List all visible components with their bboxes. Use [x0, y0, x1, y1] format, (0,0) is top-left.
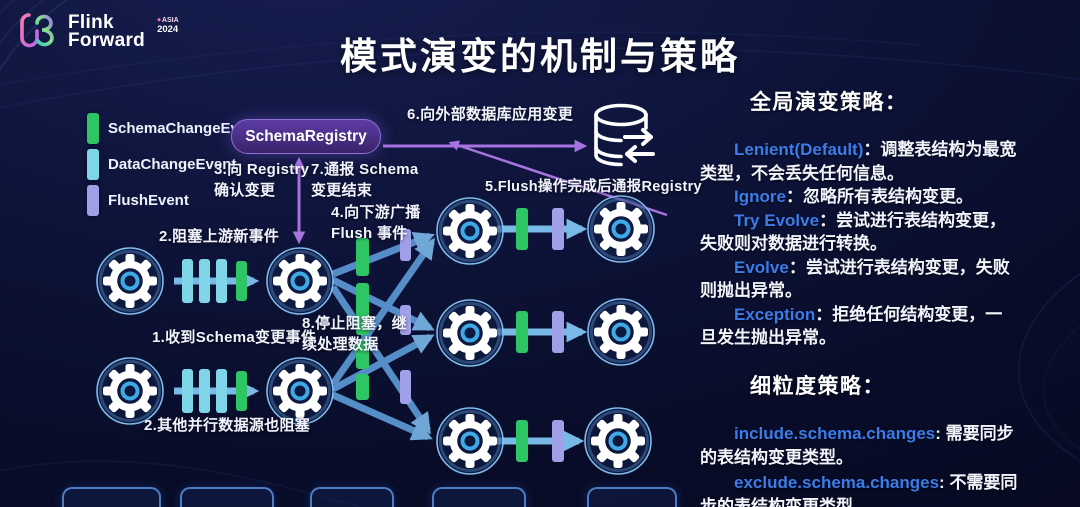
event-bar [236, 261, 247, 301]
bottom-slot [587, 487, 677, 507]
event-bar [236, 371, 247, 411]
legend-label: FlushEvent [108, 192, 189, 209]
gear-icon [267, 358, 333, 424]
event-bar [516, 420, 528, 462]
strategy-item-ignore: Ignore：忽略所有表结构变更。 [734, 187, 973, 206]
sink-flow-arrows [497, 218, 588, 452]
gear-icon [97, 358, 163, 424]
event-bar [199, 259, 210, 303]
logo-badge-year: 2024 [157, 23, 179, 35]
page-title: 模式演变的机制与策略 [340, 36, 740, 77]
step-label-2-upstream: 2.阻塞上游新事件 [159, 228, 280, 245]
event-bar [182, 259, 193, 303]
gear-icon [437, 408, 503, 474]
bottom-slot [62, 487, 161, 507]
legend-item-data-change: DataChangeEvent [87, 149, 236, 180]
logo-badge: ASIA 2024 [157, 17, 179, 34]
global-strategy-list: Lenient(Default)：调整表结构为最宽类型，不会丢失任何信息。 Ig… [700, 138, 1018, 350]
legend-item-flush: FlushEvent [87, 185, 189, 216]
event-bar [216, 369, 227, 413]
event-bar [516, 208, 528, 250]
strategy-item-exclude: exclude.schema.changes: 不需要同步的表结构变更类型。 [700, 472, 1018, 507]
strategy-item-include: include.schema.changes: 需要同步的表结构变更类型。 [700, 423, 1014, 468]
event-bar [216, 259, 227, 303]
step-label-4: 4.向下游广播 Flush 事件 [331, 204, 421, 242]
fine-grained-strategy-list: include.schema.changes: 需要同步的表结构变更类型。 ex… [700, 422, 1018, 507]
step-label-1: 1.收到Schema变更事件 [152, 329, 317, 346]
logo-word-forward: Forward [68, 30, 146, 51]
strategy-item-evolve: Evolve：尝试进行表结构变更，失败则抛出异常。 [700, 257, 1010, 301]
gear-icon [588, 299, 654, 365]
step-label-2-parallel: 2.其他并行数据源也阻塞 [144, 417, 311, 434]
strategies-panel: 全局演变策略： Lenient(Default)：调整表结构为最宽类型，不会丢失… [700, 86, 1018, 507]
event-bar [182, 369, 193, 413]
event-bar [552, 420, 564, 462]
bottom-slot [180, 487, 274, 507]
fine-grained-strategy-heading: 细粒度策略： [750, 374, 885, 398]
database-icon [594, 103, 655, 167]
strategy-item-try-evolve: Try Evolve：尝试进行表结构变更，失败则对数据进行转换。 [700, 210, 1007, 254]
legend-item-schema-change: SchemaChangeEvent [87, 113, 261, 144]
step-label-3: 3.向 Registry 确认变更 [214, 161, 310, 199]
logo-wordmark: Flink Forward [68, 11, 146, 51]
logo-badge-region: ASIA [157, 17, 179, 24]
step-label-8: 8.停止阻塞，继 续处理数据 [302, 315, 407, 353]
bottom-slot [432, 487, 526, 507]
gear-icon [437, 198, 503, 264]
data-change-event-swatch [87, 149, 99, 180]
step-label-5: 5.Flush操作完成后通报Registry [485, 179, 702, 195]
step-label-7: 7.通报 Schema 变更结束 [311, 161, 419, 199]
bottom-slot [310, 487, 394, 507]
flink-forward-logo-icon [20, 13, 54, 48]
event-bar [400, 370, 411, 404]
event-bar [552, 208, 564, 250]
gear-icon [267, 248, 333, 314]
gear-icon [588, 196, 654, 262]
event-bar [356, 374, 369, 400]
schema-registry-node: SchemaRegistry [231, 119, 381, 154]
gear-icon [97, 248, 163, 314]
schema-change-event-swatch [87, 113, 99, 144]
legend-label: SchemaChangeEvent [108, 120, 262, 137]
event-bars-sink-links [516, 208, 564, 462]
step-label-6: 6.向外部数据库应用变更 [407, 106, 574, 123]
global-strategy-heading: 全局演变策略： [750, 91, 908, 114]
flink-forward-logo: Flink Forward ASIA 2024 [16, 10, 179, 54]
legend-label: DataChangeEvent [108, 156, 237, 173]
flush-event-swatch [87, 185, 99, 216]
logo-word-flink: Flink [68, 11, 114, 33]
strategy-item-exception: Exception：拒绝任何结构变更，一旦发生抛出异常。 [700, 304, 1003, 348]
event-bar [552, 311, 564, 353]
gear-icon [585, 408, 651, 474]
strategy-item-lenient: Lenient(Default)：调整表结构为最宽类型，不会丢失任何信息。 [700, 140, 1017, 183]
event-bar [516, 311, 528, 353]
gear-icon [437, 300, 503, 366]
event-bar [199, 369, 210, 413]
